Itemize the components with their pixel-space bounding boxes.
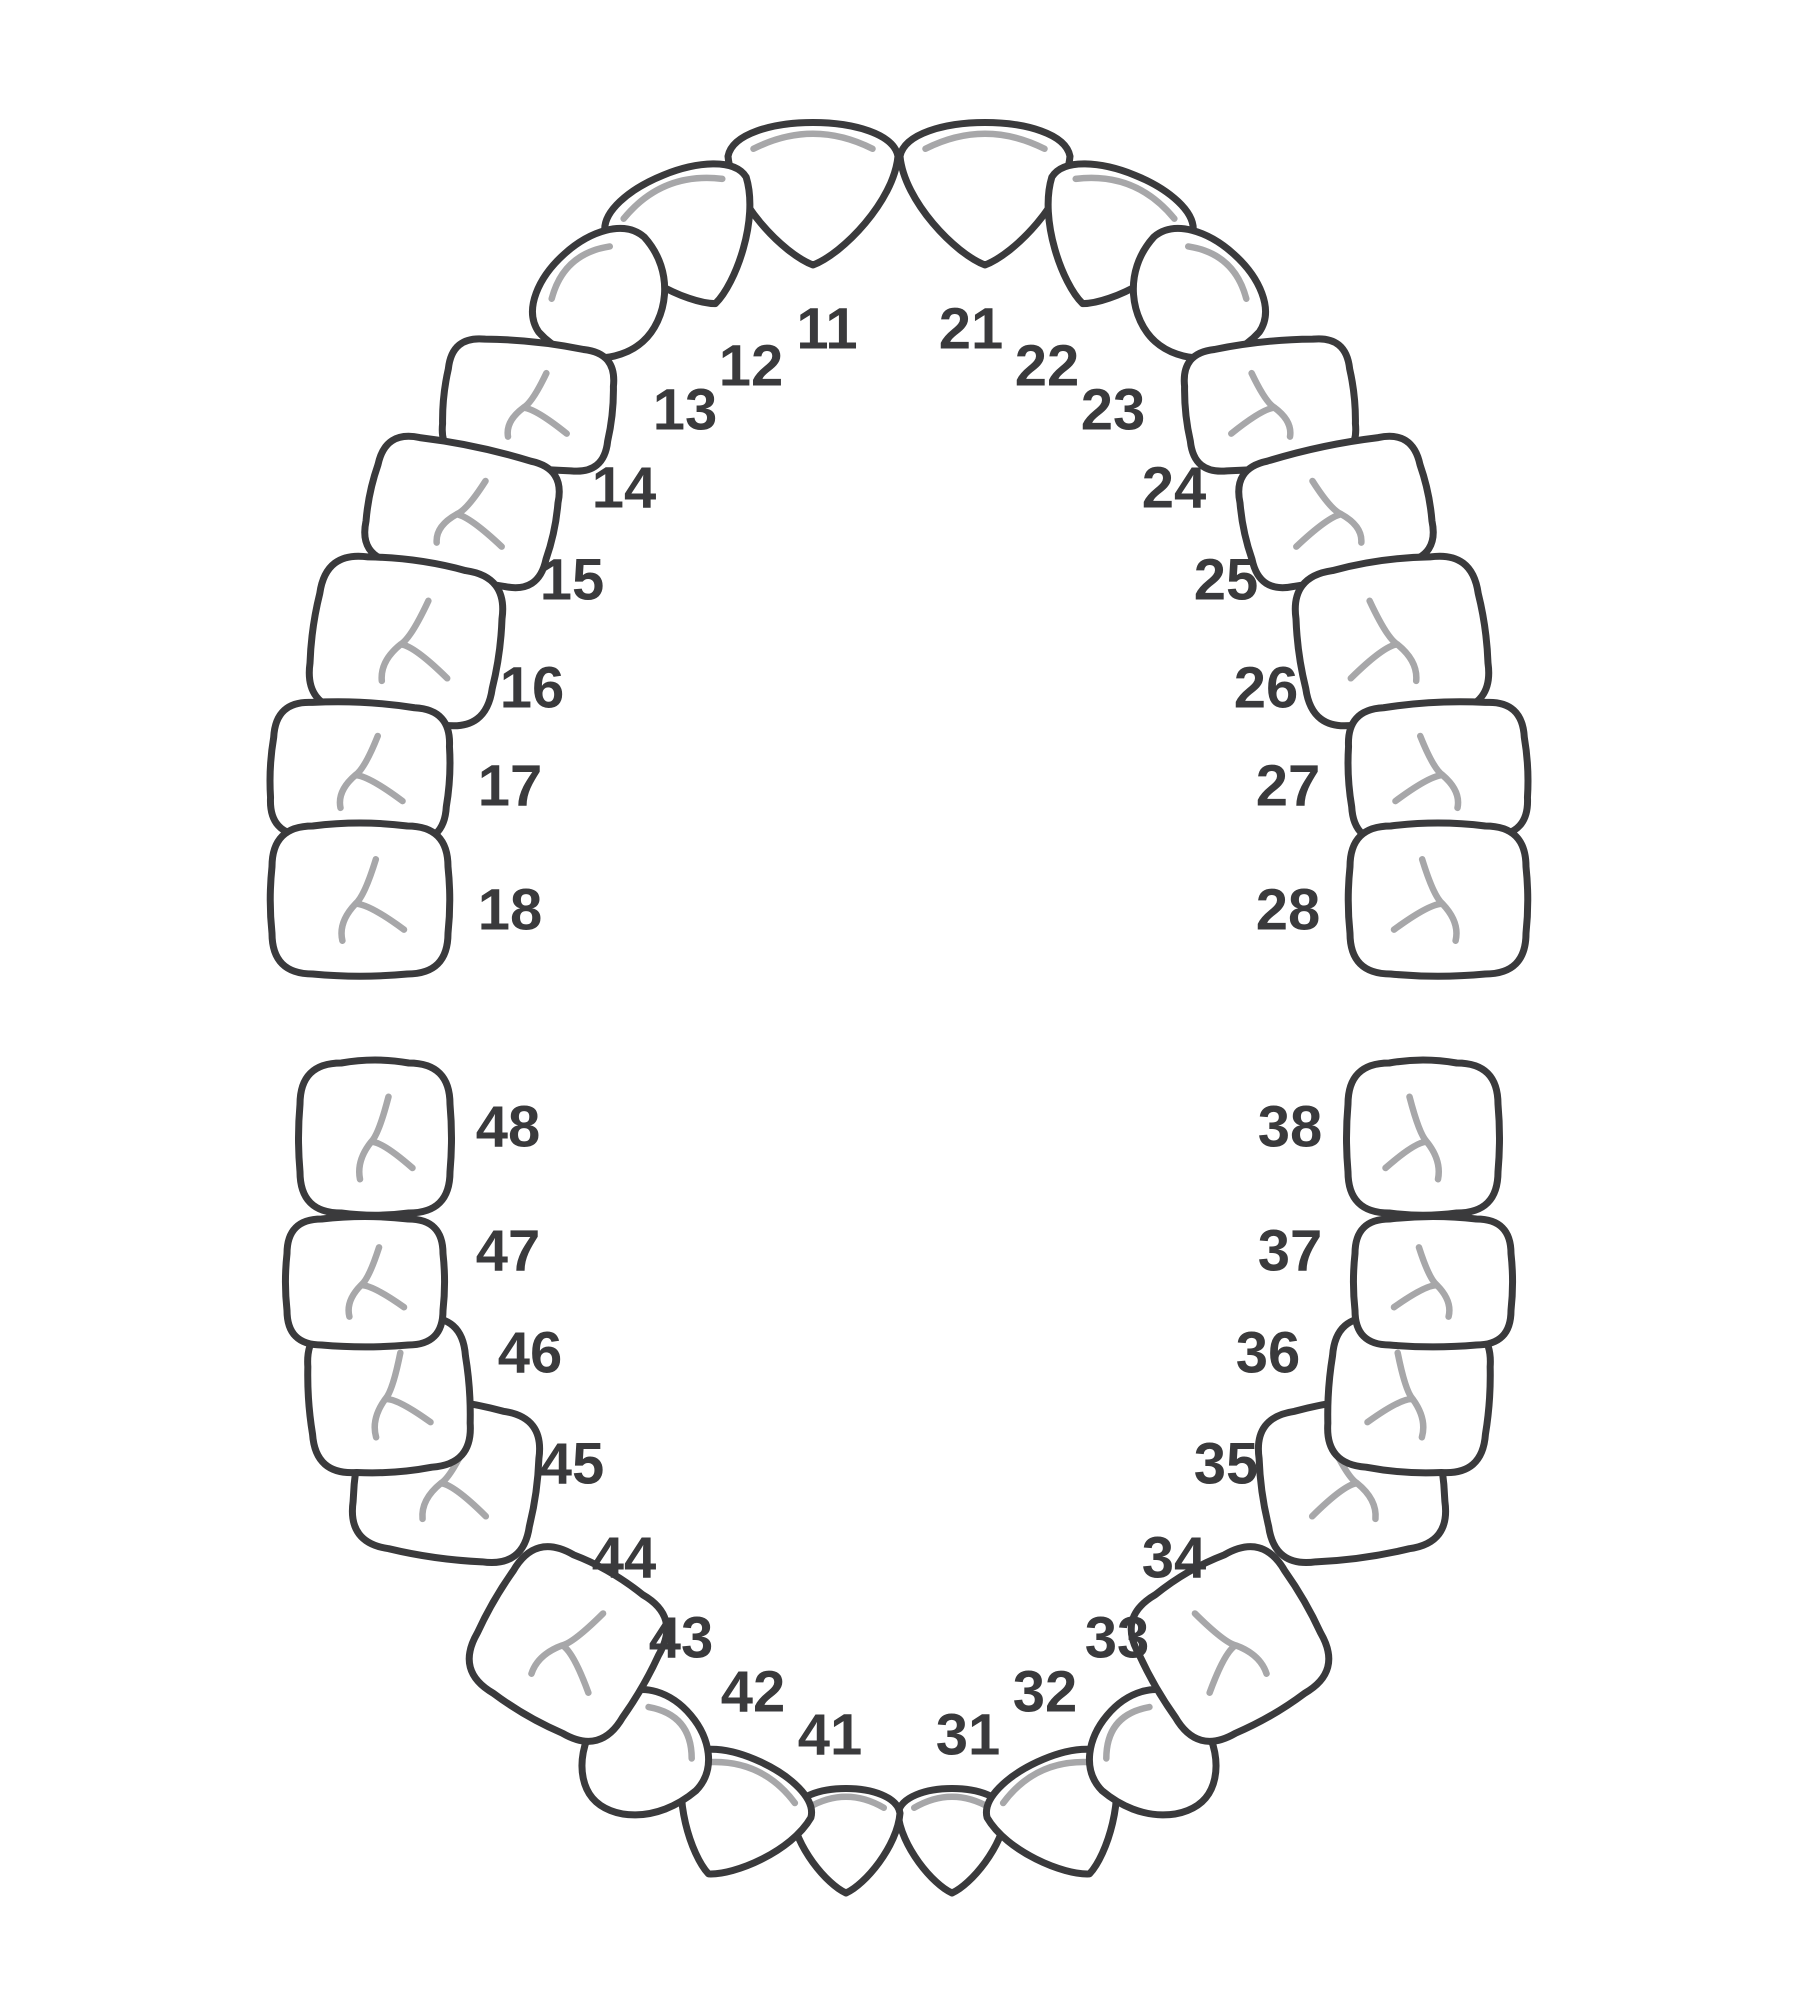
tooth-38[interactable]	[1343, 1056, 1503, 1219]
tooth-31-fissure	[910, 1793, 994, 1811]
tooth-31-outline	[894, 1785, 1010, 1897]
tooth-37[interactable]	[1349, 1212, 1517, 1351]
tooth-34-label: 34	[1142, 1525, 1207, 1590]
tooth-26-fissure	[1347, 597, 1420, 685]
tooth-37-label: 37	[1258, 1218, 1323, 1283]
tooth-41-label: 41	[798, 1702, 863, 1767]
tooth-38-fissure	[1382, 1093, 1442, 1183]
tooth-32[interactable]	[975, 1733, 1152, 1903]
tooth-11-outline	[724, 119, 902, 269]
tooth-18-fissure	[338, 856, 408, 944]
tooth-47-label: 47	[476, 1218, 541, 1283]
tooth-48[interactable]	[295, 1056, 455, 1219]
tooth-41-outline	[788, 1785, 904, 1897]
tooth-28[interactable]	[1344, 819, 1532, 980]
tooth-27-label: 27	[1256, 753, 1321, 818]
tooth-27-fissure	[1392, 732, 1462, 812]
tooth-32-fissure	[999, 1758, 1094, 1807]
tooth-34[interactable]	[1114, 1529, 1345, 1758]
tooth-24-label: 24	[1142, 455, 1207, 520]
tooth-37-fissure	[1390, 1244, 1453, 1320]
teeth-layer	[266, 119, 1532, 1903]
tooth-24-fissure	[1228, 369, 1294, 440]
tooth-43-label: 43	[649, 1605, 714, 1670]
tooth-14-fissure	[504, 369, 570, 440]
tooth-21-fissure	[922, 130, 1048, 152]
tooth-22-label: 22	[1015, 333, 1080, 398]
tooth-42-fissure	[704, 1758, 799, 1807]
tooth-44-label: 44	[592, 1525, 657, 1590]
tooth-11-fissure	[750, 130, 876, 152]
tooth-17-label: 17	[478, 753, 543, 818]
tooth-23-label: 23	[1081, 377, 1146, 442]
tooth-32-label: 32	[1013, 1659, 1078, 1724]
tooth-36-fissure	[1364, 1349, 1427, 1441]
tooth-28-label: 28	[1256, 877, 1321, 942]
tooth-24[interactable]	[1179, 333, 1361, 476]
tooth-11-label: 11	[796, 296, 857, 361]
tooth-21-outline	[896, 119, 1074, 269]
tooth-46-fissure	[371, 1349, 434, 1441]
tooth-21[interactable]	[896, 119, 1074, 269]
tooth-12-fissure	[620, 174, 726, 222]
tooth-48-label: 48	[476, 1094, 541, 1159]
tooth-23-fissure	[1185, 243, 1250, 302]
tooth-48-fissure	[356, 1093, 416, 1183]
tooth-41-fissure	[804, 1793, 888, 1811]
tooth-13-label: 13	[653, 377, 718, 442]
tooth-22-fissure	[1072, 174, 1178, 222]
tooth-45-label: 45	[540, 1431, 605, 1496]
tooth-47-fissure	[345, 1244, 408, 1320]
tooth-36-label: 36	[1236, 1320, 1301, 1385]
tooth-28-fissure	[1390, 856, 1460, 944]
tooth-15-fissure	[433, 477, 505, 550]
tooth-44[interactable]	[453, 1529, 684, 1758]
tooth-41[interactable]	[788, 1785, 904, 1897]
tooth-25-label: 25	[1194, 547, 1259, 612]
tooth-21-label: 21	[939, 296, 1004, 361]
tooth-12-label: 12	[719, 333, 784, 398]
tooth-31-label: 31	[936, 1702, 1001, 1767]
tooth-26-label: 26	[1234, 655, 1299, 720]
tooth-34-fissure	[1191, 1610, 1270, 1696]
tooth-38-label: 38	[1258, 1094, 1323, 1159]
tooth-46[interactable]	[303, 1312, 475, 1478]
tooth-33-fissure	[1103, 1703, 1153, 1762]
tooth-47[interactable]	[281, 1212, 449, 1351]
tooth-43-fissure	[645, 1703, 695, 1762]
tooth-18-label: 18	[478, 877, 543, 942]
tooth-25-fissure	[1293, 477, 1365, 550]
tooth-44-fissure	[528, 1610, 607, 1696]
tooth-32-outline	[983, 1745, 1121, 1878]
tooth-46-label: 46	[498, 1320, 563, 1385]
tooth-31[interactable]	[894, 1785, 1010, 1897]
tooth-16-label: 16	[500, 655, 565, 720]
tooth-11[interactable]	[724, 119, 902, 269]
tooth-17-fissure	[336, 732, 406, 812]
tooth-42[interactable]	[646, 1733, 823, 1903]
tooth-35-label: 35	[1194, 1431, 1259, 1496]
tooth-42-outline	[677, 1745, 815, 1878]
tooth-18[interactable]	[266, 819, 454, 980]
tooth-13-fissure	[548, 243, 613, 302]
tooth-14-label: 14	[592, 455, 657, 520]
tooth-16-fissure	[378, 597, 451, 685]
tooth-33-label: 33	[1085, 1605, 1150, 1670]
tooth-15-label: 15	[540, 547, 605, 612]
tooth-42-label: 42	[721, 1659, 786, 1724]
